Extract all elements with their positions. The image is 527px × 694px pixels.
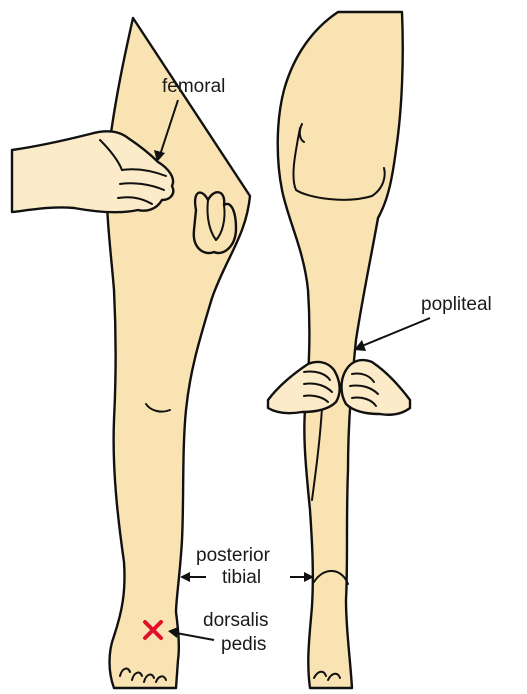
label-dorsalis-pedis-group: dorsalis pedis bbox=[168, 610, 268, 655]
dorsalis-pedis-arrow bbox=[176, 633, 214, 640]
back-leg-body bbox=[278, 12, 403, 688]
label-posterior-tibial-group: posterior tibial bbox=[180, 545, 314, 588]
label-dorsalis-line2: pedis bbox=[221, 634, 266, 655]
label-popliteal: popliteal bbox=[421, 294, 492, 315]
popliteal-arrow bbox=[362, 318, 430, 346]
label-posterior-line1: posterior bbox=[196, 545, 271, 566]
label-dorsalis-line1: dorsalis bbox=[203, 610, 268, 631]
label-femoral: femoral bbox=[162, 76, 225, 97]
popliteal-left-hand bbox=[268, 362, 340, 413]
label-popliteal-group: popliteal bbox=[354, 294, 492, 351]
label-posterior-line2: tibial bbox=[222, 567, 261, 588]
posterior-tibial-arrowhead-left bbox=[180, 572, 190, 582]
back-leg bbox=[278, 12, 403, 688]
